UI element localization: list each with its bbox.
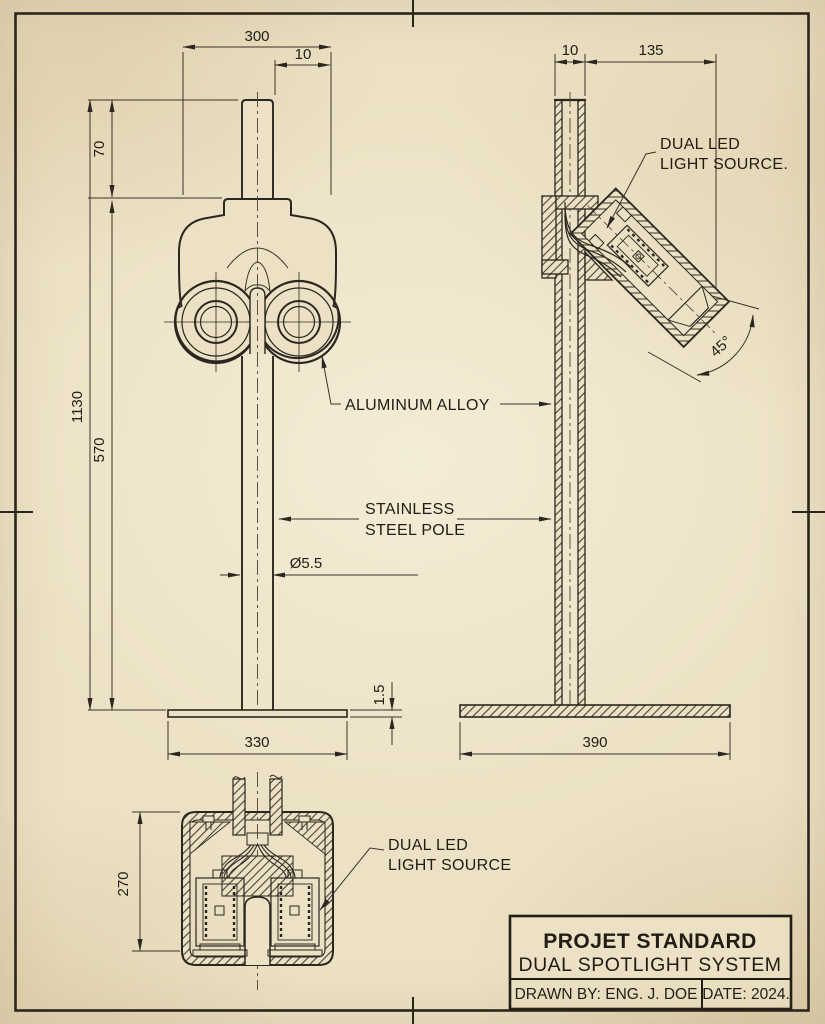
section-bolts	[202, 815, 311, 830]
dim-tilt-angle: 45°	[707, 333, 735, 361]
dim-cap-height: 70	[91, 141, 108, 158]
side-base-plate	[459, 704, 731, 718]
side-dimensions	[459, 54, 760, 760]
section-wedge-right	[283, 821, 326, 855]
stainless-label-line2: STEEL POLE	[365, 522, 465, 539]
side-pole-wall-right	[577, 99, 586, 707]
side-bracket	[541, 195, 614, 281]
dim-pole-height: 570	[91, 437, 108, 462]
section-center-block	[221, 855, 294, 897]
material-labels: ALUMINUM ALLOY STAINLESS STEEL POLE	[278, 355, 552, 539]
title-block-frame	[508, 914, 793, 1011]
dim-side-pole-width: 10	[562, 42, 579, 59]
front-dimension-texts: 300 10 70 1130 570 Ø5.5 1.5 330	[69, 28, 388, 751]
section-wedge-left	[189, 821, 232, 855]
side-led-label-line2: LIGHT SOURCE.	[660, 156, 788, 173]
section-wires	[219, 844, 296, 879]
section-u-channel	[244, 896, 271, 965]
side-wires	[564, 201, 632, 278]
section-led-module-right	[267, 869, 323, 957]
side-led-leader	[606, 151, 657, 229]
section-led-leader	[319, 847, 385, 911]
title-block-date: DATE: 2024.	[702, 986, 790, 1003]
dim-head-width: 300	[244, 28, 269, 45]
section-pole-wall-left	[232, 778, 246, 836]
title-block: PROJET STANDARD DUAL SPOTLIGHT SYSTEM DR…	[508, 914, 793, 1011]
section-dimensions	[132, 811, 180, 952]
section-shell-outline	[181, 811, 334, 966]
front-pole	[241, 356, 274, 710]
dim-top-offset: 10	[295, 46, 312, 63]
stainless-label-line1: STAINLESS	[365, 501, 455, 518]
title-block-drawn-by: DRAWN BY: ENG. J. DOE	[515, 986, 698, 1003]
dim-base-width-front: 330	[244, 734, 269, 751]
side-pole-wall-left	[554, 99, 563, 707]
section-led-label: DUAL LED LIGHT SOURCE	[319, 837, 511, 911]
front-base-plate	[167, 709, 348, 718]
side-view	[459, 92, 731, 718]
section-pole-wall-right	[269, 778, 283, 836]
dim-total-height: 1130	[69, 391, 86, 423]
aluminum-leader-left	[321, 355, 341, 405]
title-block-project: PROJET STANDARD	[543, 930, 757, 953]
title-block-subtitle: DUAL SPOTLIGHT SYSTEM	[519, 954, 782, 976]
dim-base-thickness: 1.5	[371, 685, 388, 706]
dim-base-width-side: 390	[582, 734, 607, 751]
section-pole-break-line	[232, 774, 283, 780]
front-view	[164, 92, 351, 718]
dim-head-reach: 135	[638, 42, 663, 59]
side-led-label-line1: DUAL LED	[660, 136, 740, 153]
side-led-module	[588, 206, 669, 287]
dim-section-height: 270	[115, 871, 132, 896]
aluminum-alloy-label: ALUMINUM ALLOY	[345, 397, 490, 414]
front-dimensions	[87, 44, 418, 760]
dim-pole-diameter: Ø5.5	[290, 555, 323, 572]
section-view	[181, 772, 334, 990]
section-led-label-line1: DUAL LED	[388, 837, 468, 854]
side-led-label: DUAL LED LIGHT SOURCE.	[606, 136, 788, 229]
section-led-module-left	[192, 869, 248, 957]
section-led-label-line2: LIGHT SOURCE	[388, 857, 511, 874]
